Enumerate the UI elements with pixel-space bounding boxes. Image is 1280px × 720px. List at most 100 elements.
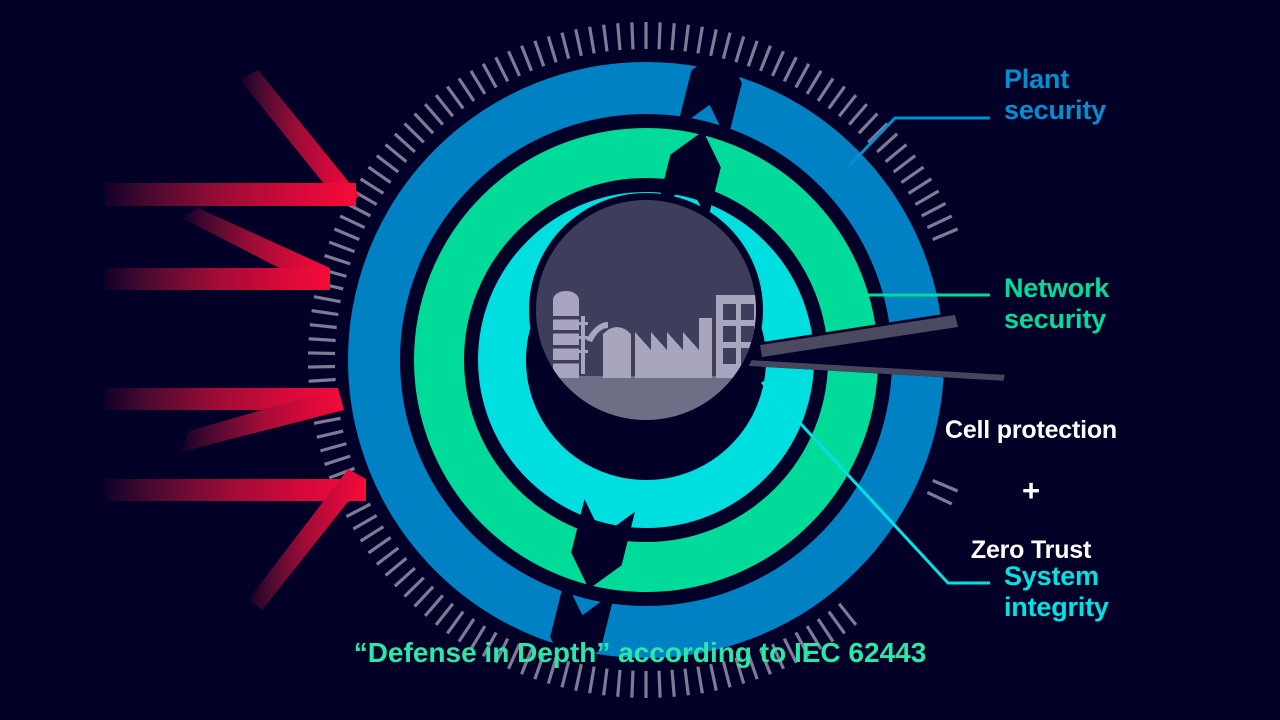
tick-mark — [469, 70, 487, 95]
tick-mark — [560, 660, 571, 688]
tick-mark — [434, 94, 455, 118]
tick-mark — [816, 77, 835, 102]
tick-mark — [670, 669, 676, 697]
tick-mark — [560, 32, 571, 60]
tick-mark — [805, 625, 823, 650]
tick-mark — [782, 56, 798, 83]
label-cell-protection-line2: Zero Trust — [970, 536, 1092, 564]
diagram-caption: “Defense in Depth” according to IEC 6244… — [353, 637, 927, 668]
tick-mark — [393, 566, 416, 588]
tick-mark — [533, 40, 546, 67]
tick-mark — [546, 35, 558, 63]
tick-mark — [602, 668, 609, 696]
tick-mark — [616, 23, 622, 51]
tick-mark — [926, 214, 953, 230]
network-ring-outline-inner — [464, 178, 828, 542]
tick-mark — [324, 254, 351, 266]
tick-mark — [333, 227, 360, 241]
tick-mark — [308, 351, 336, 356]
tick-mark — [352, 514, 378, 531]
network-ring-outline-outer — [407, 121, 885, 599]
tick-mark — [746, 40, 759, 67]
tick-mark — [311, 309, 339, 317]
tick-mark — [324, 454, 351, 466]
tick-mark — [320, 442, 347, 453]
tick-mark — [759, 648, 772, 675]
tick-mark — [446, 85, 465, 110]
tick-mark — [403, 122, 425, 144]
tick-mark — [721, 32, 732, 60]
tick-mark — [721, 660, 732, 688]
label-system-integrity: System integrity — [1004, 561, 1109, 623]
tick-mark — [507, 643, 521, 670]
tick-mark — [375, 546, 400, 566]
tick-mark — [457, 77, 476, 102]
label-cell-protection-plus-icon: + — [1022, 473, 1040, 508]
tick-mark — [837, 602, 858, 626]
tick-mark — [507, 50, 521, 77]
tick-mark — [734, 657, 746, 685]
tick-mark — [588, 26, 596, 54]
tick-mark — [907, 177, 933, 195]
tick-mark — [782, 637, 798, 664]
system-ring-outline-outer — [471, 185, 821, 535]
tick-mark — [746, 653, 759, 680]
threat-arrows — [105, 70, 366, 610]
label-cell-protection: Cell protection + Zero Trust — [928, 387, 1134, 594]
tick-mark — [574, 663, 583, 691]
tick-mark — [339, 214, 366, 230]
tick-mark — [359, 177, 385, 195]
tick-mark — [932, 227, 959, 241]
tick-mark — [384, 557, 408, 577]
tick-mark — [469, 625, 487, 650]
tick-mark — [602, 24, 609, 52]
tick-mark — [375, 154, 400, 174]
tick-mark — [345, 502, 372, 519]
tick-mark — [457, 618, 476, 643]
tick-mark — [434, 602, 455, 626]
tick-mark — [393, 132, 416, 154]
tick-mark-ring — [308, 22, 959, 698]
tick-mark — [316, 429, 344, 439]
tick-mark — [914, 189, 940, 206]
tick-mark — [446, 610, 465, 635]
tick-mark — [328, 240, 356, 254]
tick-mark — [892, 154, 917, 174]
tick-mark — [313, 295, 341, 304]
tick-mark — [574, 29, 583, 57]
tick-mark — [827, 85, 846, 110]
tick-mark — [837, 94, 858, 118]
tick-mark — [867, 122, 889, 144]
plant-ring-outline-inner — [400, 114, 892, 606]
tick-mark — [616, 669, 622, 697]
tick-mark — [847, 103, 869, 126]
tick-mark — [413, 585, 435, 608]
tick-mark — [920, 201, 947, 218]
tick-mark — [816, 618, 835, 643]
tick-mark — [630, 670, 635, 698]
tick-mark — [588, 666, 596, 694]
tick-mark — [520, 648, 533, 675]
tick-mark — [533, 653, 546, 680]
plant-security-leader-line — [846, 116, 990, 169]
tick-mark — [359, 525, 385, 543]
tick-mark — [771, 643, 785, 670]
tick-mark — [926, 490, 953, 506]
tick-mark — [520, 45, 533, 72]
tick-mark — [709, 29, 718, 57]
label-network-security: Network security — [1004, 273, 1110, 335]
threat-arrow — [105, 70, 360, 206]
tick-mark — [481, 631, 498, 657]
tick-mark — [308, 337, 336, 343]
plant-ring-outline-outer — [341, 55, 951, 665]
tick-mark — [367, 536, 392, 555]
threat-arrow — [105, 388, 344, 452]
tick-mark — [696, 666, 704, 694]
tick-mark — [794, 63, 811, 89]
tick-mark — [857, 112, 879, 135]
tick-mark — [423, 103, 445, 126]
tick-mark — [367, 165, 392, 184]
core-disc — [529, 193, 763, 427]
